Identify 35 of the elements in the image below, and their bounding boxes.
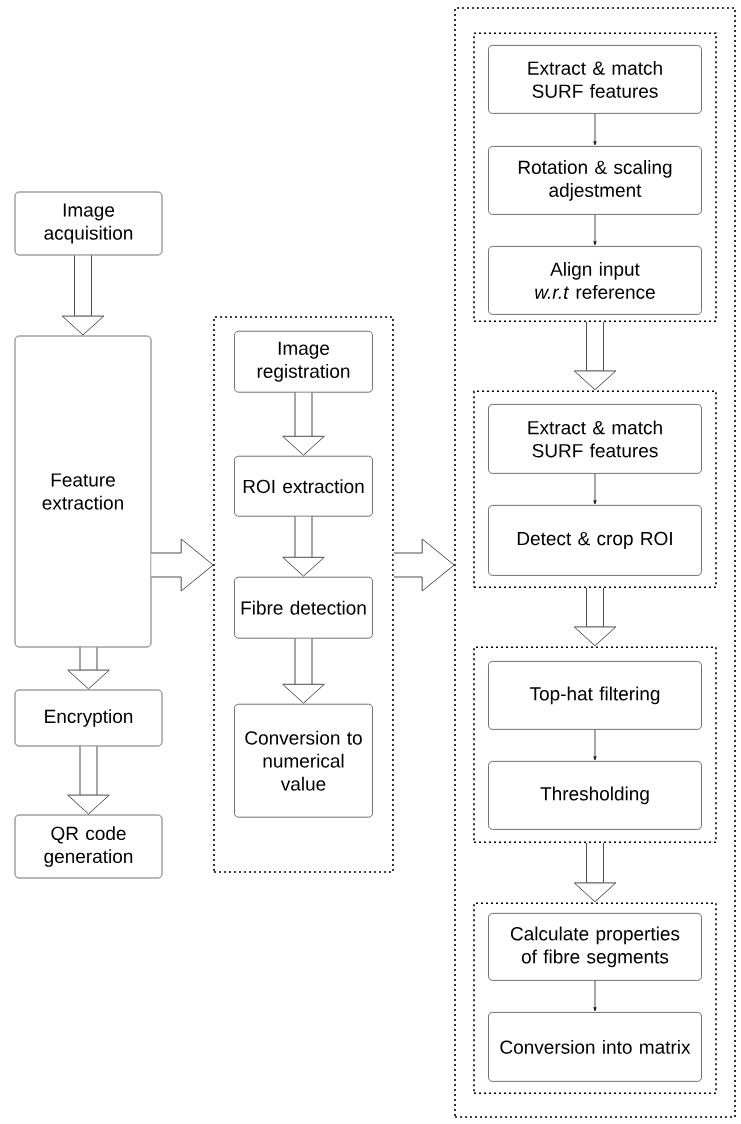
dotted-group-box [473, 32, 717, 322]
process-box: Conversion to numerical value [234, 703, 373, 818]
arrow [593, 980, 597, 1012]
block-arrow [150, 538, 214, 592]
block-arrow [282, 516, 325, 577]
arrow [593, 473, 597, 505]
process-box: Rotation & scaling adjestment [488, 146, 702, 215]
process-box: Feature extraction [14, 335, 152, 648]
block-arrow [61, 255, 105, 336]
block-arrow [282, 392, 325, 456]
arrow [593, 113, 597, 146]
process-box: Thresholding [488, 761, 702, 830]
block-arrow [67, 746, 110, 815]
process-box: Calculate properties of fibre segments [488, 913, 702, 981]
block-arrow [393, 538, 455, 592]
process-box: Top-hat filtering [488, 661, 702, 730]
block-arrow [67, 647, 110, 690]
process-box: Align input w.r.t reference [488, 246, 702, 315]
dotted-group-box [454, 7, 736, 1118]
dotted-group-box [213, 316, 394, 873]
block-arrow [573, 843, 617, 903]
process-box: Image acquisition [14, 191, 163, 256]
process-box: Image registration [234, 330, 373, 393]
block-arrow [282, 638, 325, 704]
process-box: Conversion into matrix [488, 1012, 702, 1082]
arrow [593, 729, 597, 761]
dotted-group-box [473, 646, 717, 843]
block-arrow [573, 588, 617, 647]
block-arrow [573, 322, 617, 391]
arrow [593, 214, 597, 246]
dotted-group-box [473, 390, 717, 588]
process-box: Detect & crop ROI [488, 505, 702, 576]
process-box: Extract & match SURF features [488, 45, 702, 114]
dotted-group-box [473, 902, 717, 1094]
process-box: Extract & match SURF features [488, 404, 702, 474]
